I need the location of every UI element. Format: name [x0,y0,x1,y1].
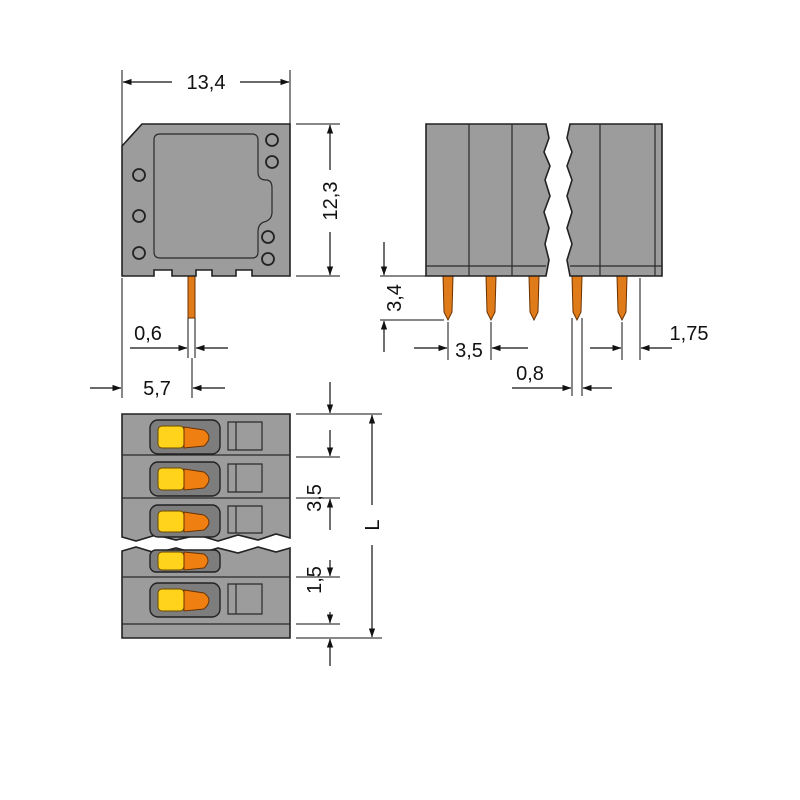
dim-pin-offset-label: 5,7 [143,378,171,400]
side-dividers [426,124,662,276]
push-button [149,582,221,618]
dim-pitch-side: 3,5 [414,322,528,362]
dim-end-offset: 1,75 [590,278,708,360]
top-view [121,413,291,639]
dim-top-edge-arrows [296,382,382,666]
dim-pin-length-label: 3,4 [384,284,406,312]
dim-height: 12,3 [296,123,342,277]
side-housing-left [425,123,551,277]
dim-pin-width-label: 0,8 [516,363,544,385]
dim-width: 13,4 [121,70,291,146]
dim-pin-thickness-label: 0,6 [134,323,162,345]
dim-pitch-top-label: 3,5 [304,484,326,512]
dim-pin-thickness: 0,6 [130,318,228,358]
dim-pin-length: 3,4 [380,242,444,352]
dimensions: 13,4 12,3 0,6 5,7 [90,70,708,666]
dim-total-length-label: L [362,519,384,530]
front-window [153,133,273,259]
dim-pitch-side-label: 3,5 [455,340,483,362]
push-button [149,419,221,455]
dim-width-label: 13,4 [187,72,226,94]
top-slots [227,421,263,615]
dim-height-label: 12,3 [320,182,342,221]
side-pin [485,275,497,322]
side-pin [616,275,628,322]
side-pin [571,275,583,322]
dim-pitch-top: 3,5 [296,430,340,530]
hole [261,252,275,266]
push-button [149,461,221,497]
side-pins [442,275,628,322]
hole [132,209,146,223]
hole [261,230,275,244]
dim-button-spacing: 1,5 [296,560,340,625]
front-pin [187,275,196,319]
front-housing [121,123,291,277]
hole [265,133,279,147]
push-button [149,504,221,538]
dim-pin-width: 0,8 [512,318,612,396]
dim-button-spacing-label: 1,5 [304,566,326,594]
push-buttons [149,419,221,618]
dim-end-offset-label: 1,75 [670,323,709,345]
front-holes [132,133,279,266]
side-view [425,123,663,322]
side-pin [442,275,454,322]
push-button [149,549,221,573]
hole [132,168,146,182]
dim-pin-offset: 5,7 [90,278,225,400]
front-view [121,123,291,319]
hole [132,246,146,260]
side-pin [528,275,540,322]
hole [265,155,279,169]
dim-total-length: L [362,414,384,638]
side-housing-right [566,123,663,277]
